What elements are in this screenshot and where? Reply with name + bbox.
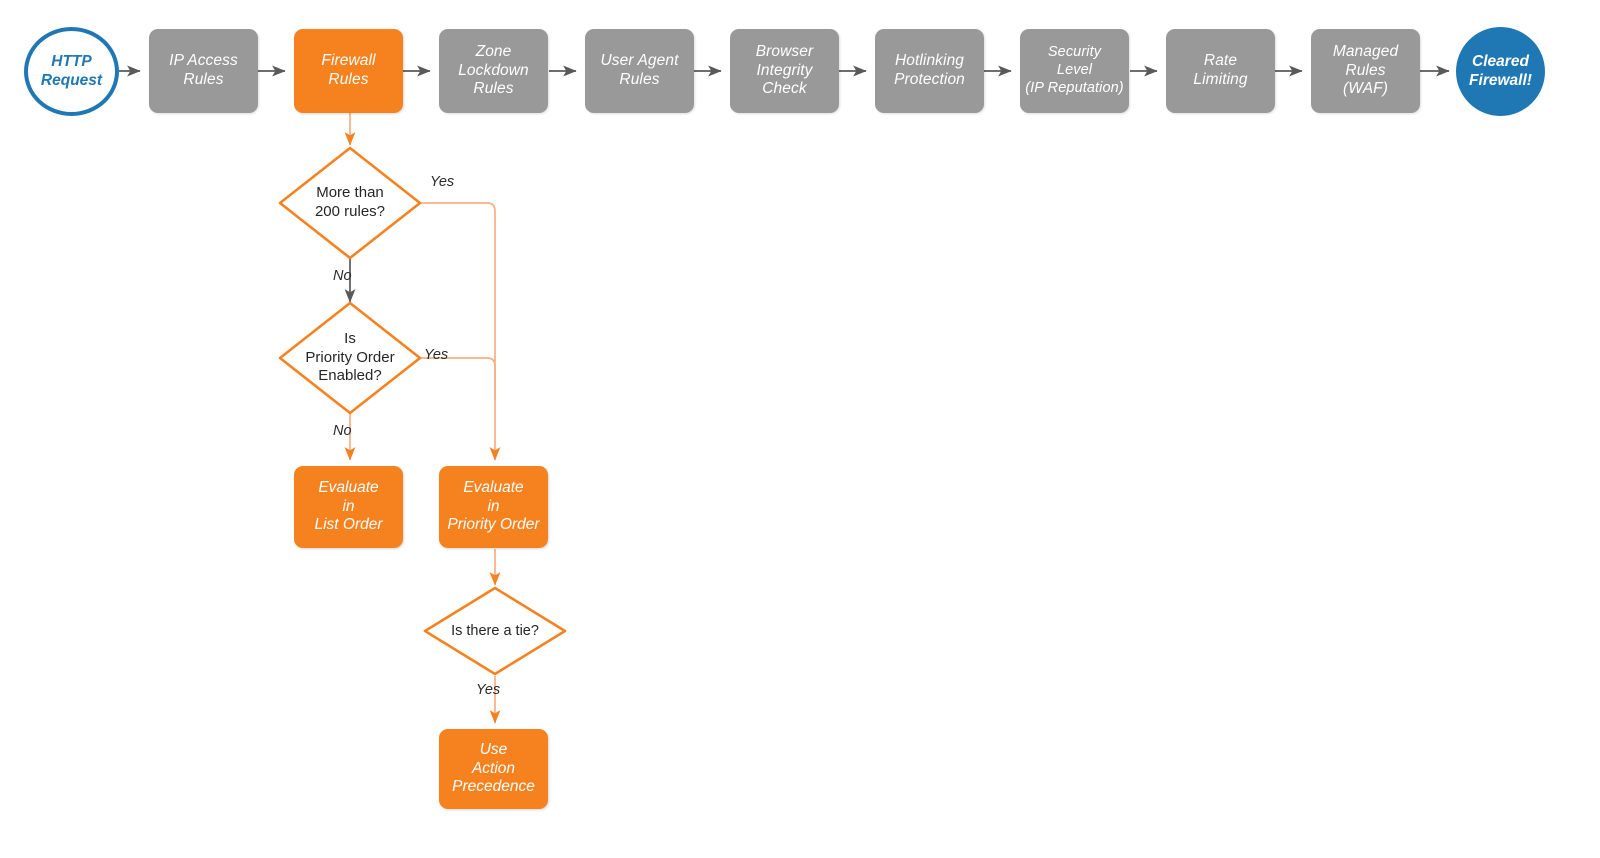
stage-browser-integrity-check-label: Browser Integrity Check — [755, 42, 814, 98]
decision-more-than-200-rules-label: More than 200 rules? — [314, 184, 386, 220]
wire-rule-count-yes-to-priority-order-action — [417, 202, 501, 461]
stage-browser-integrity-check[interactable]: Browser Integrity Check — [730, 29, 839, 113]
stage-user-agent-rules-label: User Agent Rules — [600, 52, 679, 88]
stage-user-agent-rules[interactable]: User Agent Rules — [585, 29, 694, 113]
decision-more-than-200-rules[interactable]: More than 200 rules? — [277, 145, 423, 261]
stage-hotlinking-protection-label: Hotlinking Protection — [894, 52, 965, 88]
edge-label-rule-count-yes: Yes — [430, 174, 455, 190]
terminator-cleared-firewall-label: Cleared Firewall! — [1469, 52, 1532, 89]
action-evaluate-in-priority-order-label: Evaluate in Priority Order — [447, 478, 540, 534]
terminator-cleared-firewall[interactable]: Cleared Firewall! — [1456, 27, 1545, 116]
edge-label-rule-count-no: No — [333, 268, 352, 284]
stage-firewall-rules[interactable]: Firewall Rules — [294, 29, 403, 113]
edge-label-priority-yes: Yes — [424, 347, 449, 363]
wire-priority-enabled-yes-to-trunk — [417, 357, 496, 400]
stage-ip-access-rules[interactable]: IP Access Rules — [149, 29, 258, 113]
decision-priority-order-enabled-label: Is Priority Order Enabled? — [305, 329, 395, 385]
diamond-shape-icon — [423, 586, 567, 676]
stage-rate-limiting-label: Rate Limiting — [1193, 52, 1248, 88]
terminator-http-request[interactable]: HTTP Request — [24, 27, 119, 116]
stage-managed-rules-waf[interactable]: Managed Rules (WAF) — [1311, 29, 1420, 113]
action-evaluate-in-list-order-label: Evaluate in List Order — [314, 478, 383, 534]
stage-hotlinking-protection[interactable]: Hotlinking Protection — [875, 29, 984, 113]
edge-label-tie-yes: Yes — [476, 682, 501, 698]
terminator-http-request-label: HTTP Request — [40, 52, 103, 89]
action-evaluate-in-priority-order[interactable]: Evaluate in Priority Order — [439, 466, 548, 548]
stage-security-level-label: Security Level (IP Reputation) — [1025, 44, 1124, 96]
stage-ip-access-rules-label: IP Access Rules — [169, 52, 238, 88]
action-evaluate-in-list-order[interactable]: Evaluate in List Order — [294, 466, 403, 548]
action-use-action-precedence-label: Use Action Precedence — [452, 740, 535, 796]
stage-rate-limiting[interactable]: Rate Limiting — [1166, 29, 1275, 113]
action-use-action-precedence[interactable]: Use Action Precedence — [439, 729, 548, 809]
stage-security-level[interactable]: Security Level (IP Reputation) — [1020, 29, 1129, 113]
edge-label-priority-no: No — [333, 423, 352, 439]
stage-zone-lockdown-rules-label: Zone Lockdown Rules — [458, 42, 529, 98]
stage-managed-rules-waf-label: Managed Rules (WAF) — [1332, 42, 1399, 98]
stage-firewall-rules-label: Firewall Rules — [321, 52, 376, 88]
decision-is-there-a-tie[interactable]: Is there a tie? — [422, 585, 568, 677]
decision-is-there-a-tie-label: Is there a tie? — [451, 622, 539, 639]
decision-priority-order-enabled[interactable]: Is Priority Order Enabled? — [277, 300, 423, 416]
stage-zone-lockdown-rules[interactable]: Zone Lockdown Rules — [439, 29, 548, 113]
